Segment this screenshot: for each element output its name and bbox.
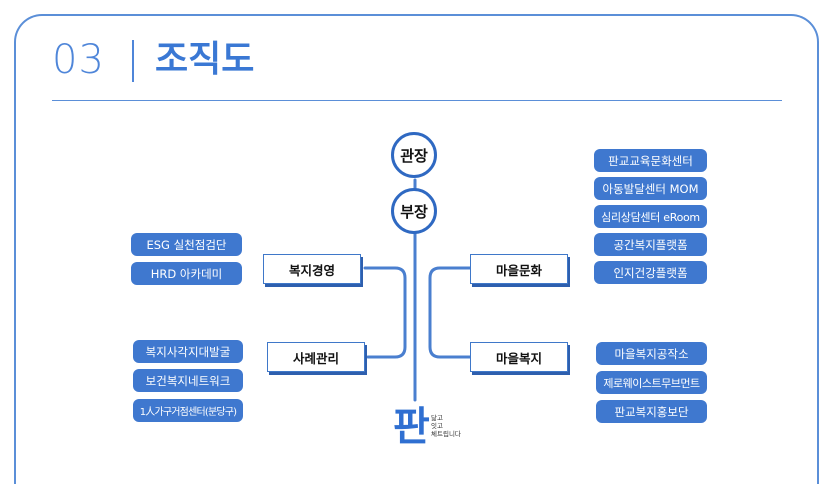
logo-tagline-line: 잇고 bbox=[431, 422, 443, 430]
logo-mark: 판 bbox=[393, 403, 430, 450]
director-node: 관장 bbox=[391, 132, 437, 178]
right-top-item: 심리상담센터 eRoom bbox=[594, 205, 707, 228]
connector-left-bracket bbox=[363, 266, 407, 359]
dept-case-management: 사례관리 bbox=[268, 343, 364, 371]
deputy-node: 부장 bbox=[391, 188, 437, 234]
title-divider bbox=[132, 40, 134, 82]
right-bottom-item: 제로웨이스트무브먼트 bbox=[596, 371, 707, 394]
right-top-item: 공간복지플랫폼 bbox=[594, 233, 707, 256]
left-top-item: HRD 아카데미 bbox=[131, 262, 242, 285]
left-bottom-item: 복지사각지대발굴 bbox=[133, 340, 243, 363]
left-top-item: ESG 실천점검단 bbox=[131, 233, 242, 256]
logo-tagline-line: 닮고 bbox=[431, 414, 443, 422]
right-bottom-item: 마을복지공작소 bbox=[596, 342, 707, 365]
dept-village-welfare: 마을복지 bbox=[471, 343, 567, 371]
logo-tagline-line: 체트립니다 bbox=[431, 430, 461, 438]
right-top-item: 아동발달센터 MOM bbox=[594, 177, 707, 200]
section-number: 03 bbox=[52, 37, 105, 83]
dept-welfare-management: 복지경영 bbox=[264, 255, 360, 283]
org-connector-lines bbox=[363, 178, 472, 402]
page-frame bbox=[14, 14, 819, 484]
left-bottom-item: 1人가구거점센터(분당구) bbox=[133, 399, 243, 422]
connector-right-bracket bbox=[428, 266, 472, 359]
right-bottom-item: 판교복지홍보단 bbox=[596, 400, 707, 423]
right-top-item: 판교교육문화센터 bbox=[594, 149, 707, 172]
dept-village-culture: 마을문화 bbox=[471, 255, 567, 283]
left-bottom-item: 보건복지네트워크 bbox=[133, 369, 243, 392]
logo-tagline: 닮고 잇고 체트립니다 bbox=[431, 414, 461, 438]
header-underline bbox=[52, 100, 782, 101]
page-title: 조직도 bbox=[155, 39, 255, 80]
organization-logo: 판 닮고 잇고 체트립니다 bbox=[393, 402, 483, 460]
right-top-item: 인지건강플랫폼 bbox=[594, 261, 707, 284]
